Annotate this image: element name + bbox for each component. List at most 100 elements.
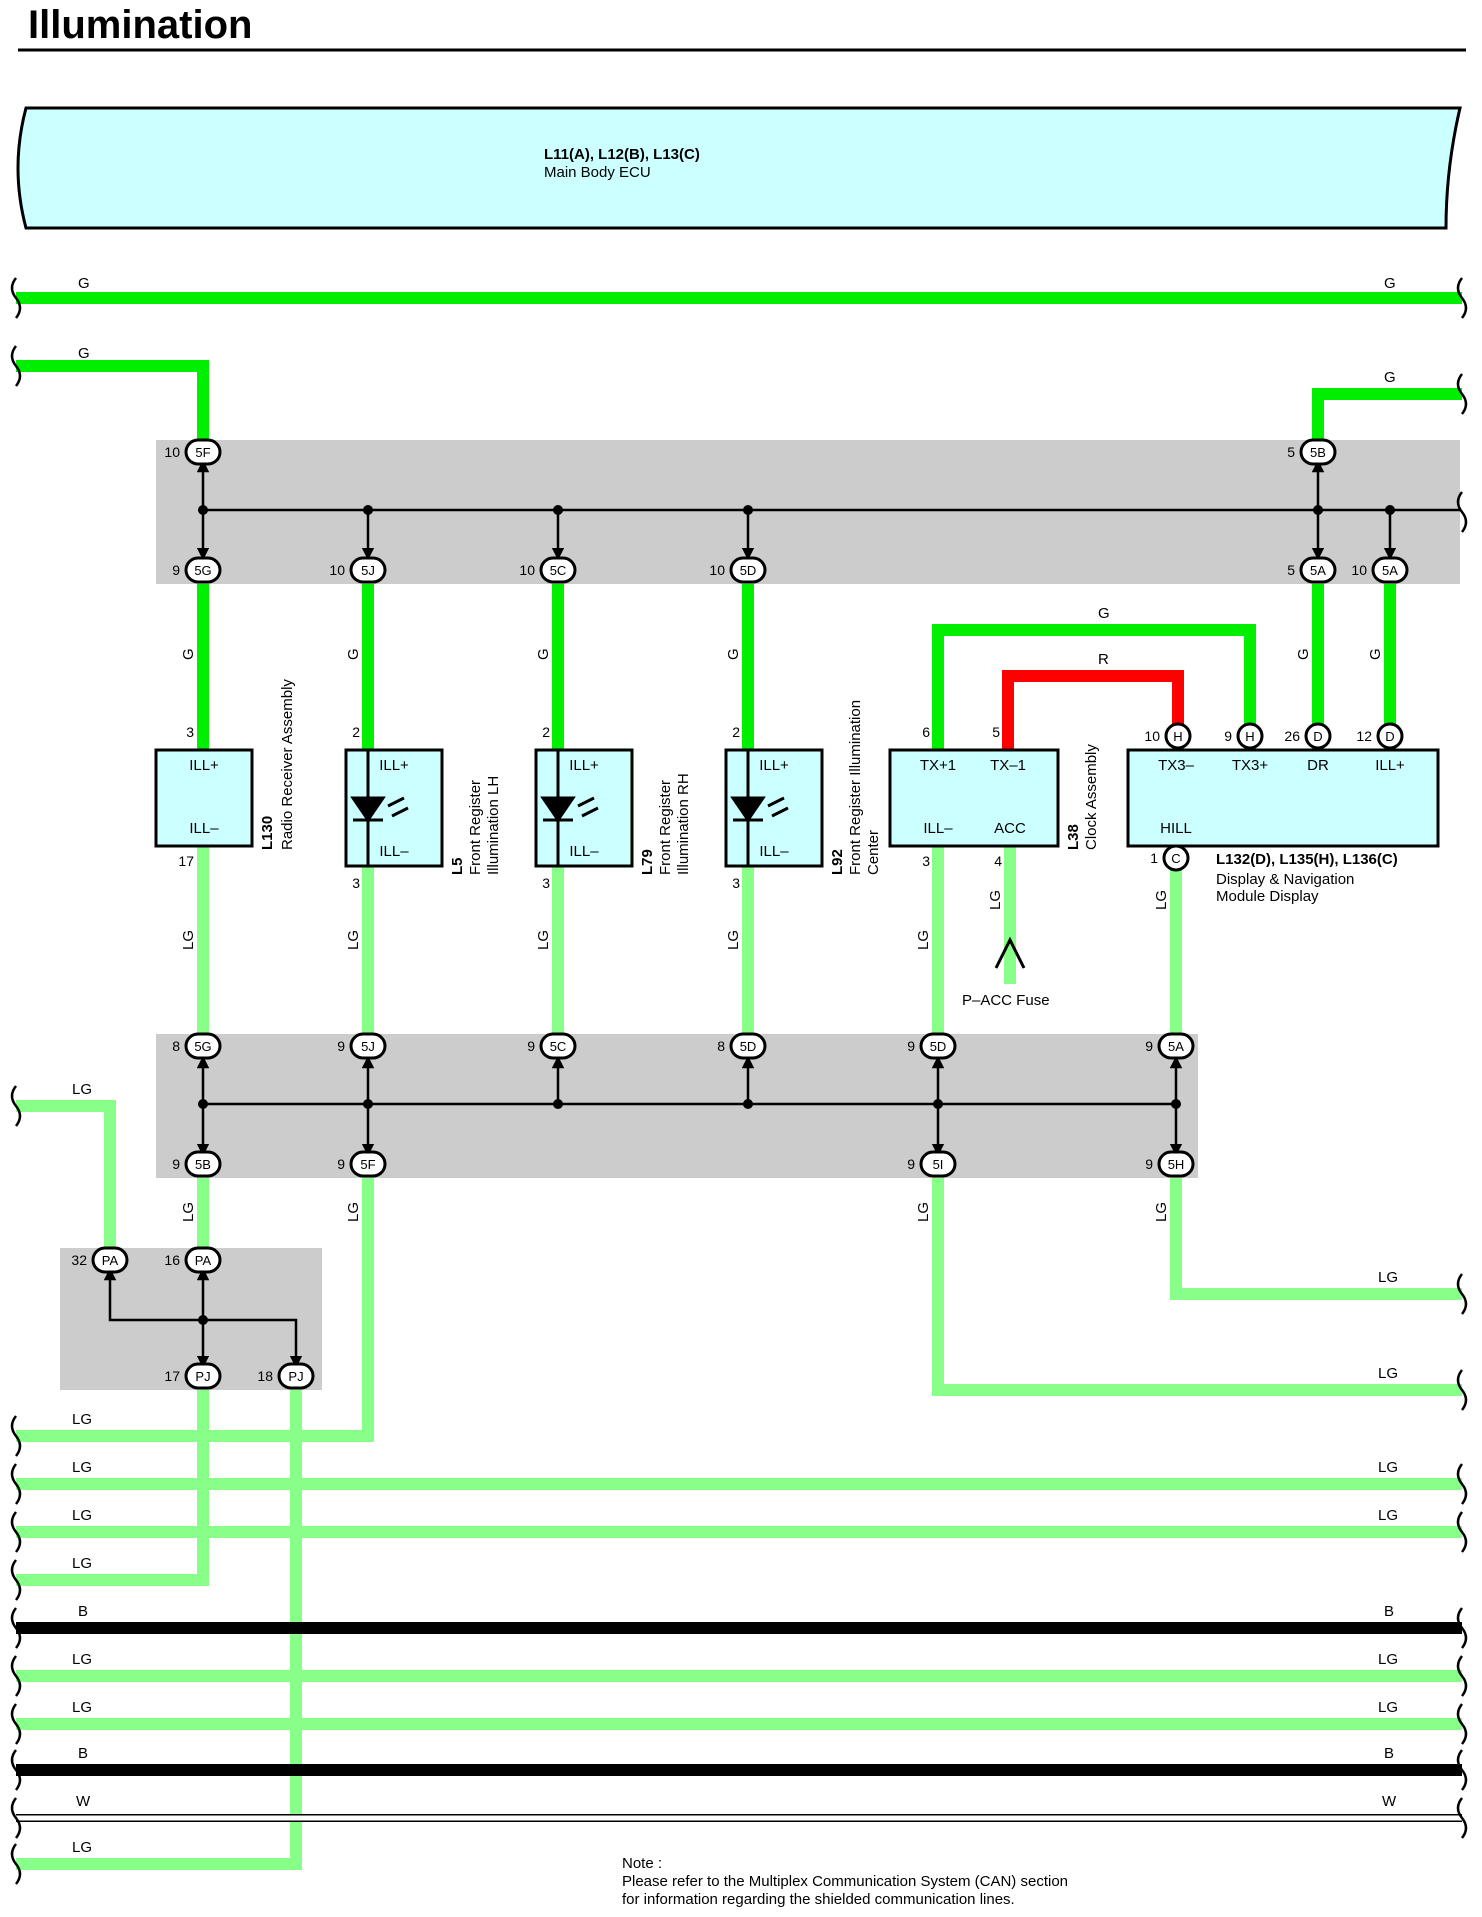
svg-text:L130: L130 [259,816,276,850]
svg-text:LG: LG [72,1507,92,1524]
svg-text:B: B [1384,1603,1394,1620]
svg-text:G: G [345,648,362,660]
svg-text:10: 10 [1351,562,1367,578]
connector-5j-top: 5J 10 [329,556,387,584]
svg-text:ILL–: ILL– [379,843,409,860]
wire-lg-5h-right [1170,1178,1462,1300]
svg-text:5F: 5F [360,1157,375,1172]
svg-text:TX–1: TX–1 [990,757,1026,774]
component-radio-receiver: ILL+ ILL– 3 17 L130 Radio Receiver Assem… [154,679,296,869]
svg-text:9: 9 [337,1156,345,1172]
svg-text:LG: LG [915,1202,932,1222]
svg-text:12: 12 [1356,728,1372,744]
connector-5g-mid: 5G 8 [172,1032,222,1060]
svg-text:W: W [1382,1793,1397,1810]
svg-text:5F: 5F [195,445,210,460]
junction-dots [198,505,1395,1325]
svg-text:5: 5 [1287,562,1295,578]
svg-text:32: 32 [71,1252,87,1268]
connector-5c-top: 5C 10 [519,556,577,584]
note: Note : Please refer to the Multiplex Com… [622,1855,1068,1908]
svg-text:L132(D), L135(H), L136(C): L132(D), L135(H), L136(C) [1216,851,1398,868]
svg-text:G: G [725,648,742,660]
svg-text:LG: LG [72,1411,92,1428]
connector-5b-top: 5B 5 [1287,438,1337,466]
svg-text:LG: LG [1153,890,1170,910]
component-display-navigation: TX3– TX3+ DR ILL+ HILL H 10 H 9 D 26 D 1… [1126,722,1440,905]
wire-g-tx-plus [932,624,1256,750]
svg-text:Radio Receiver Assembly: Radio Receiver Assembly [279,679,296,850]
connector-pa-16: PA 16 [164,1246,222,1274]
svg-text:10: 10 [164,444,180,460]
svg-text:LG: LG [1153,1202,1170,1222]
svg-text:B: B [78,1745,88,1762]
svg-text:9: 9 [172,562,180,578]
svg-text:LG: LG [72,1081,92,1098]
svg-text:Module Display: Module Display [1216,888,1319,905]
svg-text:8: 8 [172,1038,180,1054]
svg-text:1: 1 [1150,850,1158,866]
svg-text:5B: 5B [1310,445,1326,460]
svg-text:G: G [1384,369,1396,386]
connectors-small: PA 32 PA 16 PJ 17 PJ 18 [71,1246,315,1390]
svg-text:LG: LG [1378,1365,1398,1382]
svg-text:DR: DR [1307,757,1329,774]
svg-text:5: 5 [1287,444,1295,460]
wire-g-left [16,360,209,440]
svg-text:5D: 5D [740,563,757,578]
svg-text:4: 4 [994,853,1002,869]
svg-text:R: R [1098,651,1109,668]
led-icon [350,750,409,866]
svg-text:H: H [1173,729,1182,744]
svg-text:9: 9 [907,1156,915,1172]
svg-text:ILL–: ILL– [923,820,953,837]
svg-text:5B: 5B [195,1157,211,1172]
svg-text:Clock Assembly: Clock Assembly [1083,744,1100,850]
svg-text:for information regarding the: for information regarding the shielded c… [622,1891,1015,1908]
connector-5g-top: 5G 9 [172,556,222,584]
svg-text:G: G [1367,648,1384,660]
svg-text:16: 16 [164,1252,180,1268]
svg-text:ILL–: ILL– [569,843,599,860]
fuse-chevron-icon [994,936,1026,969]
svg-text:LG: LG [72,1459,92,1476]
svg-text:2: 2 [732,724,740,740]
connector-5f-mid: 5F 9 [337,1150,387,1178]
ecu-block [16,106,1462,230]
wire-color-labels: G G G G G R G G G G G G LG LG LG LG LG L… [72,275,1398,1856]
svg-text:LG: LG [345,930,362,950]
wire-g-right [1312,388,1462,440]
svg-text:Please refer to the Multiplex: Please refer to the Multiplex Communicat… [622,1873,1068,1890]
svg-text:B: B [78,1603,88,1620]
svg-text:PA: PA [195,1253,212,1268]
connector-5d-top: 5D 10 [709,556,767,584]
wire-lg-5f-left [16,1178,374,1442]
svg-text:Front Register: Front Register [467,780,484,875]
connector-5c-mid: 5C 9 [527,1032,577,1060]
svg-text:LG: LG [915,930,932,950]
svg-text:5I: 5I [933,1157,944,1172]
svg-text:G: G [180,648,197,660]
svg-text:9: 9 [1145,1156,1153,1172]
svg-text:9: 9 [1224,728,1232,744]
svg-text:5G: 5G [194,563,211,578]
svg-text:PA: PA [102,1253,119,1268]
svg-text:5A: 5A [1382,563,1398,578]
svg-text:5C: 5C [550,563,567,578]
ecu-codes: L11(A), L12(B), L13(C) [544,146,700,163]
connector-5f: 5F 10 [164,438,222,466]
wire-lg-5i-right [932,1178,1462,1396]
svg-text:8: 8 [717,1038,725,1054]
svg-text:9: 9 [907,1038,915,1054]
svg-text:9: 9 [172,1156,180,1172]
svg-text:5D: 5D [740,1039,757,1054]
svg-text:LG: LG [1378,1459,1398,1476]
svg-text:W: W [76,1793,91,1810]
svg-text:LG: LG [345,1202,362,1222]
svg-text:5G: 5G [194,1039,211,1054]
svg-text:Note :: Note : [622,1855,662,1872]
svg-text:LG: LG [987,890,1004,910]
svg-text:5C: 5C [550,1039,567,1054]
wire-lg-pj17-left [16,1390,209,1586]
svg-text:LG: LG [725,930,742,950]
